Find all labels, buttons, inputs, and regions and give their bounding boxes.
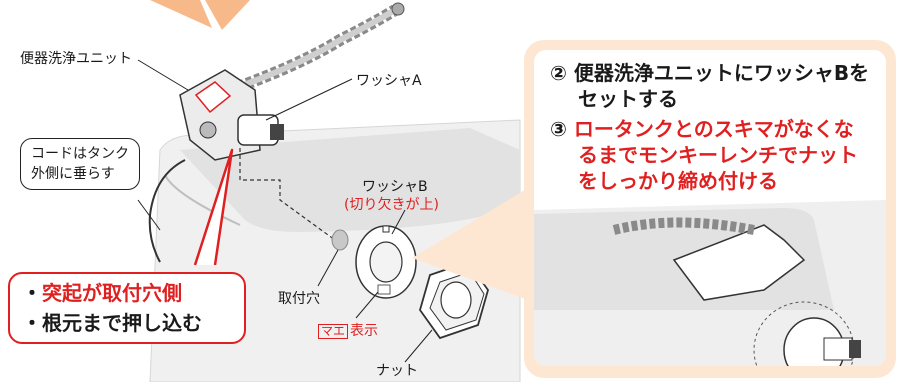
flush-unit-body <box>179 69 284 161</box>
step-3-number: ③ <box>550 117 567 141</box>
step-2-line1: ② 便器洗浄ユニットにワッシャBを <box>550 60 869 86</box>
step-3-line1: ③ ロータンクとのスキマがなくな <box>550 116 858 142</box>
label-mounting-hole: 取付穴 <box>278 291 320 307</box>
mark-text: 表示 <box>350 323 379 339</box>
label-washer-b-note: (切り欠きが上) <box>344 197 439 213</box>
warning-line1: ・突起が取付穴側 <box>22 278 232 308</box>
label-mark: マエ表示 <box>318 320 378 340</box>
leader-unit <box>137 59 189 91</box>
highlight-beam-right <box>205 0 250 30</box>
step-3-line2: るまでモンキーレンチでナット <box>578 143 858 167</box>
label-washer-b: ワッシャB <box>362 179 428 195</box>
leader-mark <box>355 291 379 319</box>
label-nut: ナット <box>376 363 418 379</box>
washer-b-part <box>355 225 417 299</box>
label-flush-unit: 便器洗浄ユニット <box>20 51 132 67</box>
leader-hole <box>317 249 339 287</box>
cord-callout: コードはタンク 外側に垂らす <box>20 138 140 190</box>
leader-washer-b <box>391 209 406 235</box>
detail-panel-inner: ② 便器洗浄ユニットにワッシャBを セットする ③ ロータンクとのスキマがなくな… <box>534 50 886 366</box>
tank-top-surface <box>180 128 520 232</box>
label-washer-a: ワッシャA <box>356 73 422 89</box>
warning-line1-text: 突起が取付穴側 <box>42 281 182 305</box>
warning-box: ・突起が取付穴側 ・根元まで押し込む <box>8 272 246 344</box>
power-cord <box>148 159 186 263</box>
cord-text-line1: コードはタンク <box>31 146 129 162</box>
mounting-hole <box>331 229 349 251</box>
cord-text-line2: 外側に垂らす <box>31 166 115 182</box>
step-2-text1: 便器洗浄ユニットにワッシャBを <box>573 61 870 85</box>
step-2-line2: セットする <box>578 87 678 111</box>
leader-nut <box>404 329 433 363</box>
step-2-number: ② <box>550 61 567 85</box>
highlight-beam-left <box>150 0 212 28</box>
warning-bullet: ・ <box>22 281 42 305</box>
detail-panel: ② 便器洗浄ユニットにワッシャBを セットする ③ ロータンクとのスキマがなくな… <box>524 40 896 378</box>
step-3: ③ ロータンクとのスキマがなくな るまでモンキーレンチでナット をしっかり締め付… <box>550 116 858 194</box>
step-3-line3: をしっかり締め付ける <box>578 169 778 193</box>
warning-leader <box>193 148 234 266</box>
warning-line2: ・根元まで押し込む <box>22 311 202 335</box>
mark-badge: マエ <box>318 324 349 339</box>
tank-top-edge <box>164 174 241 226</box>
step-2: ② 便器洗浄ユニットにワッシャBを セットする <box>550 60 869 112</box>
detail-illustration <box>534 200 886 366</box>
leader-cord <box>137 199 161 231</box>
leader-washer-a <box>265 78 353 121</box>
mounting-path <box>239 148 336 241</box>
step-3-text1: ロータンクとのスキマがなくな <box>573 117 854 141</box>
detail-wedge <box>412 188 528 300</box>
